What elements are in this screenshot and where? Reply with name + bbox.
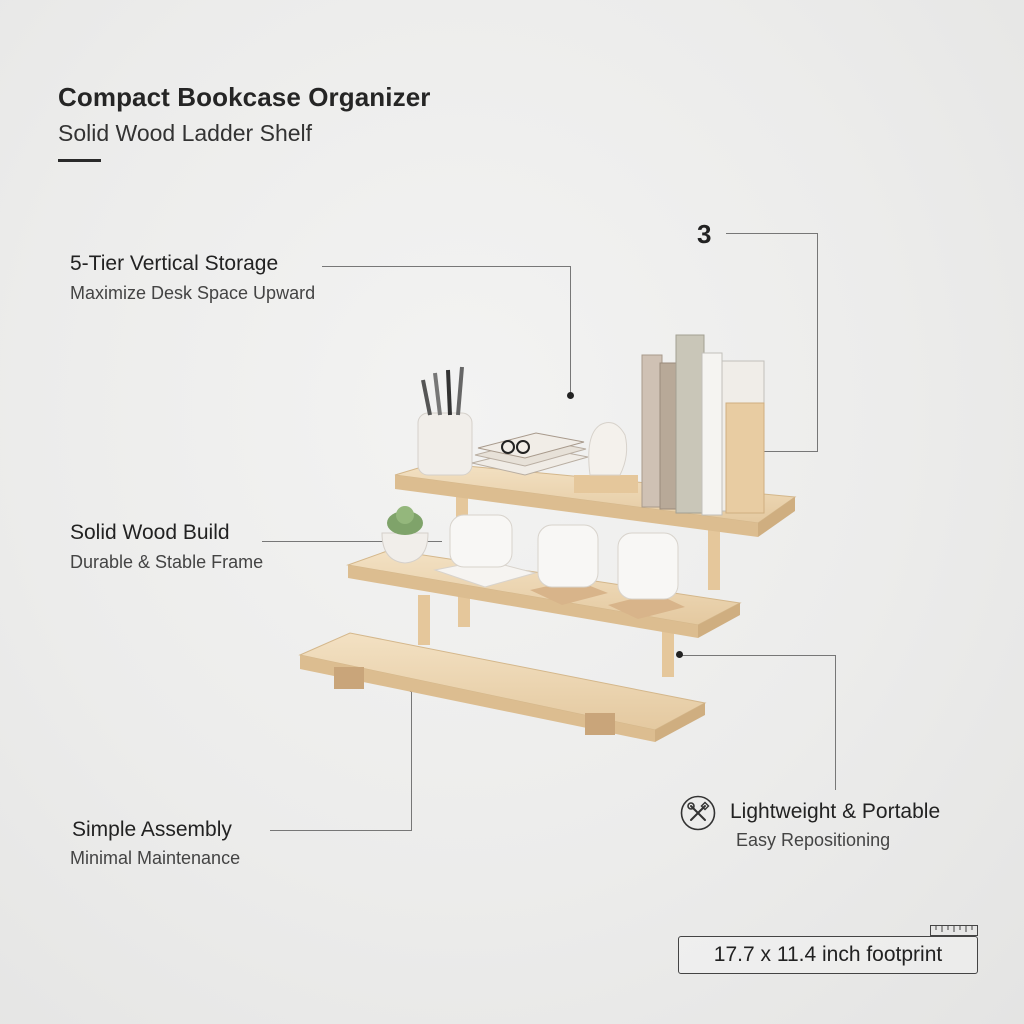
leg bbox=[418, 595, 430, 645]
page-title: Compact Bookcase Organizer bbox=[58, 82, 431, 112]
shelf-illustration bbox=[298, 334, 797, 742]
callout-wood-line bbox=[262, 541, 442, 542]
callout-assembly-line-h bbox=[270, 830, 412, 831]
callout-storage-line-h bbox=[322, 266, 571, 267]
pen-cup bbox=[417, 366, 473, 476]
cups bbox=[433, 514, 685, 619]
callout-storage-dot bbox=[567, 392, 574, 399]
callout-number-line-h bbox=[726, 233, 818, 234]
succulent bbox=[381, 506, 429, 564]
callout-portable-line-v bbox=[835, 655, 836, 790]
callout-number-line-v bbox=[817, 233, 818, 451]
callout-portable-dot bbox=[676, 651, 683, 658]
callout-number: 3 bbox=[697, 219, 712, 249]
figurine bbox=[574, 422, 638, 493]
leg bbox=[708, 530, 720, 590]
footprint-badge: 17.7 x 11.4 inch footprint bbox=[678, 936, 978, 974]
bottom-shelf bbox=[298, 632, 707, 742]
callout-portable-line-h bbox=[680, 655, 836, 656]
callout-wood-subtitle: Durable & Stable Frame bbox=[70, 552, 264, 572]
books bbox=[641, 334, 765, 516]
notebooks bbox=[471, 432, 589, 476]
page-subtitle: Solid Wood Ladder Shelf bbox=[58, 120, 313, 146]
callout-assembly-line-v bbox=[411, 689, 412, 831]
callout-storage-line-v bbox=[570, 266, 571, 394]
callout-portable-title: Lightweight & Portable bbox=[730, 800, 941, 823]
callout-storage-subtitle: Maximize Desk Space Upward bbox=[70, 283, 316, 303]
title-underline bbox=[58, 159, 101, 162]
callout-wood-title: Solid Wood Build bbox=[70, 521, 230, 544]
callout-assembly-title: Simple Assembly bbox=[72, 818, 232, 841]
ruler-icon bbox=[930, 925, 978, 936]
tools-icon bbox=[680, 795, 716, 831]
callout-storage-title: 5-Tier Vertical Storage bbox=[70, 252, 279, 275]
leg bbox=[662, 627, 674, 677]
callout-portable-subtitle: Easy Repositioning bbox=[736, 830, 891, 850]
callout-assembly-subtitle: Minimal Maintenance bbox=[70, 848, 241, 868]
